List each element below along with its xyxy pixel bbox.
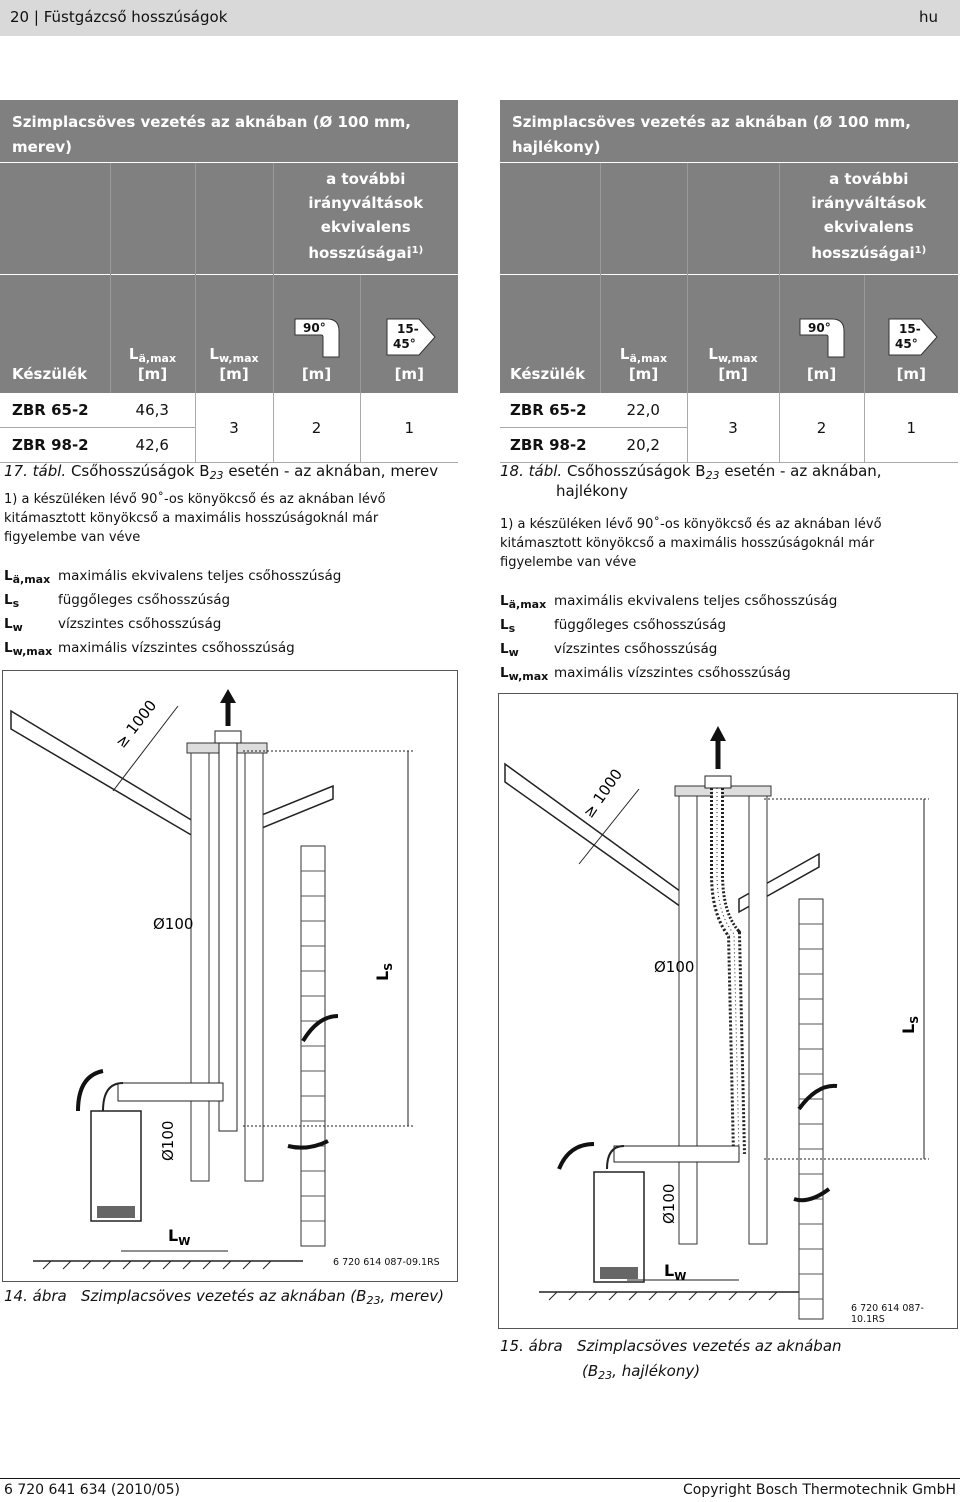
col-lw: Lw,max[m]: [194, 273, 273, 393]
col-device: Készülék: [500, 273, 600, 393]
figure-caption: 15. ábra Szimplacsöves vezetés az aknába…: [500, 1337, 842, 1382]
elbow-90-icon: 90°: [294, 318, 339, 358]
svg-text:LS: LS: [899, 1016, 921, 1034]
svg-text:≥ 1000: ≥ 1000: [580, 765, 627, 821]
row-la: 20,2: [600, 427, 687, 463]
table-caption: 17. tábl. Csőhosszúságok B23 esetén - az…: [4, 462, 439, 482]
col-elbow90: 90° [m]: [272, 273, 360, 393]
figure-flexible-drawing: ≥ 1000 LS Ø100 Ø100 LW: [504, 726, 929, 1320]
figure-caption: 14. ábra Szimplacsöves vezetés az aknába…: [4, 1287, 444, 1307]
row-device: ZBR 98-2: [0, 427, 110, 463]
svg-text:15-: 15-: [397, 322, 419, 336]
table-caption: 18. tábl. Csőhosszúságok B23 esetén - az…: [500, 462, 882, 500]
footer-rule: [0, 1478, 960, 1479]
elbow-15-45-icon: 15- 45°: [386, 318, 436, 356]
row-la: 46,3: [110, 393, 195, 428]
col-elbow1545: 15- 45° [m]: [863, 273, 958, 393]
footer-copyright: Copyright Bosch Thermotechnik GmbH: [683, 1482, 956, 1498]
elbow-15-45-icon: 15- 45°: [888, 318, 938, 356]
lw-value: 3: [194, 393, 273, 463]
elbow-90-icon: 90°: [799, 318, 844, 358]
row-device: ZBR 98-2: [500, 427, 600, 463]
figure-rigid: ≥ 1000 LS Ø100 Ø100 LW 6 720 614 087-09.…: [2, 670, 458, 1282]
language-code: hu: [918, 8, 938, 26]
svg-text:Ø100: Ø100: [153, 915, 193, 933]
col-lw: Lw,max[m]: [686, 273, 779, 393]
svg-text:LW: LW: [664, 1261, 686, 1283]
col-la: Lä,max[m]: [109, 273, 195, 393]
footer-doc-id: 6 720 641 634 (2010/05): [4, 1482, 180, 1498]
page-title: 20 | Füstgázcső hosszúságok: [10, 8, 228, 26]
row-la: 22,0: [600, 393, 687, 428]
elbow90-value: 2: [778, 393, 864, 463]
elbow1545-value: 1: [863, 393, 958, 463]
figure-flexible: ≥ 1000 LS Ø100 Ø100 LW 6 720 614 087-10.…: [498, 693, 958, 1329]
figure-code: 6 720 614 087-10.1RS: [851, 1303, 924, 1325]
col-elbow1545: 15- 45° [m]: [359, 273, 458, 393]
lw-value: 3: [686, 393, 779, 463]
figure-code: 6 720 614 087-09.1RS: [333, 1257, 440, 1268]
elbow1545-value: 1: [359, 393, 458, 463]
table-title: Szimplacsöves vezetés az aknában (Ø 100 …: [500, 100, 958, 162]
svg-text:Ø100: Ø100: [654, 958, 694, 976]
row-la: 42,6: [110, 427, 195, 463]
svg-text:45°: 45°: [393, 337, 416, 351]
row-device: ZBR 65-2: [500, 393, 600, 428]
svg-text:15-: 15-: [899, 322, 921, 336]
table-rigid: Szimplacsöves vezetés az aknában (Ø 100 …: [0, 100, 458, 463]
table-title: Szimplacsöves vezetés az aknában (Ø 100 …: [0, 100, 458, 162]
svg-text:LW: LW: [168, 1226, 190, 1248]
svg-text:90°: 90°: [303, 321, 326, 335]
table-flexible: Szimplacsöves vezetés az aknában (Ø 100 …: [500, 100, 958, 463]
svg-text:90°: 90°: [808, 321, 831, 335]
svg-text:Ø100: Ø100: [660, 1184, 678, 1224]
col-la: Lä,max[m]: [599, 273, 687, 393]
elbow90-value: 2: [272, 393, 360, 463]
svg-text:Ø100: Ø100: [159, 1121, 177, 1161]
col-device: Készülék: [0, 273, 110, 393]
footnote: 1) a készüléken lévő 90˚-os könyökcső és…: [500, 517, 882, 570]
footnote: 1) a készüléken lévő 90˚-os könyökcső és…: [4, 492, 386, 545]
col-elbow90: 90° [m]: [778, 273, 864, 393]
svg-text:≥ 1000: ≥ 1000: [112, 697, 160, 752]
row-device: ZBR 65-2: [0, 393, 110, 428]
svg-text:LS: LS: [373, 963, 395, 981]
figure-rigid-drawing: ≥ 1000 LS Ø100 Ø100 LW: [10, 689, 413, 1270]
svg-text:45°: 45°: [895, 337, 918, 351]
page-header: [0, 0, 960, 36]
